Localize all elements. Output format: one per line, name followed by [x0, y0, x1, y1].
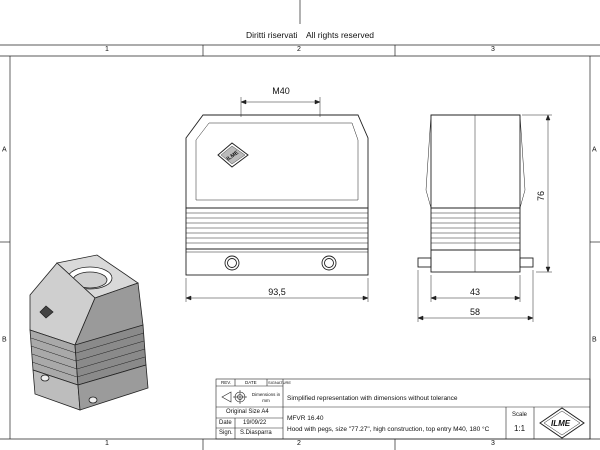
dimension-thread: M40	[271, 86, 291, 96]
scale-label: Scale	[512, 412, 528, 418]
part-description: Hood with pegs, size "77.27", high const…	[287, 426, 490, 433]
dimensions-unit-label: Dimensions in mm	[251, 392, 281, 403]
sign-label: Sign.	[219, 430, 233, 436]
date-row-label: Date	[219, 420, 232, 426]
date-header-label: DATE	[245, 380, 257, 385]
rights-italian: Diritti riservati	[246, 30, 298, 40]
rights-english: All rights reserved	[306, 30, 375, 40]
zone-col-1-top: 1	[105, 46, 109, 53]
projection-symbol-icon	[221, 390, 247, 404]
isometric-view	[29, 254, 149, 411]
zone-col-3-bottom: 3	[491, 440, 495, 447]
front-dimension-lines	[185, 97, 369, 302]
title-block-frame	[215, 378, 591, 440]
ilme-logo	[539, 407, 585, 439]
dimension-front-width: 93,5	[267, 287, 287, 297]
zone-row-a-left: A	[2, 146, 7, 154]
sign-value: S.Diasparra	[240, 430, 272, 436]
zone-row-a-right: A	[592, 146, 597, 154]
dimension-side-body: 43	[468, 287, 482, 297]
zone-col-2-top: 2	[297, 46, 301, 53]
tolerance-note: Simplified representation with dimension…	[287, 395, 458, 402]
logo-front: ILME	[217, 142, 249, 168]
front-view	[185, 114, 369, 276]
original-size: Original Size A4	[226, 409, 269, 415]
zone-row-b-left: B	[2, 336, 7, 344]
date-value: 19/09/22	[243, 420, 267, 426]
signature-label: SIGNATURE	[268, 380, 292, 385]
zone-col-2-bottom: 2	[297, 440, 301, 447]
part-code: MFVR 16.40	[287, 415, 324, 422]
zone-col-1-bottom: 1	[105, 440, 109, 447]
rev-label: REV.	[221, 380, 232, 385]
dimension-side-total: 58	[468, 307, 482, 317]
scale-value: 1:1	[514, 424, 526, 433]
zone-row-b-right: B	[592, 336, 597, 344]
zone-col-3-top: 3	[491, 46, 495, 53]
side-view	[417, 114, 534, 273]
ilme-logo-text: ILME	[551, 419, 571, 428]
dimension-height: 76	[536, 190, 546, 202]
side-dimension-lines	[417, 114, 552, 322]
